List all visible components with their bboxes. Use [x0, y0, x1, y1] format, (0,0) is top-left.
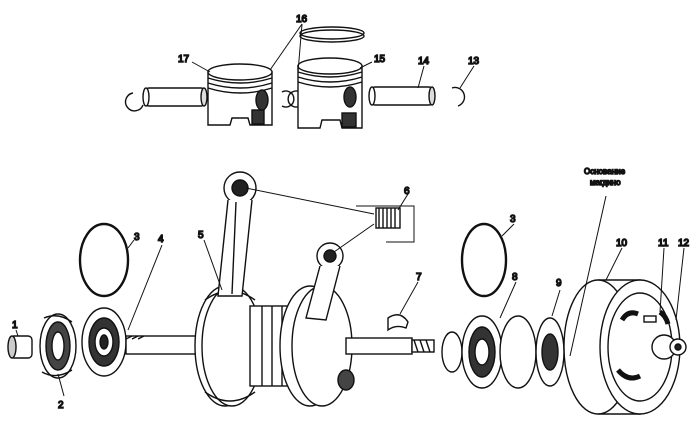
circlip-middle-left	[281, 90, 295, 108]
magneto-rotor-10	[563, 279, 681, 415]
bearing-8	[461, 315, 503, 389]
circlip-left	[124, 92, 144, 112]
connecting-rod-left	[217, 171, 257, 297]
circlip-13	[451, 86, 466, 107]
callout-1: 1	[12, 320, 18, 331]
callout-16: 16	[296, 14, 308, 25]
callout-2: 2	[58, 400, 64, 411]
leader-lines	[15, 23, 685, 397]
crankshaft-right-shaft	[345, 337, 435, 355]
callout-15: 15	[374, 54, 386, 65]
woodruff-key-7	[387, 314, 409, 332]
piston-group	[124, 26, 466, 129]
piston-ring-16	[299, 26, 365, 43]
crankshaft-group	[7, 171, 435, 407]
piston-pin-right	[368, 86, 436, 106]
callout-13: 13	[468, 56, 480, 67]
callout-labels: 1 2 3 4 5 6 7 8 9 10 11 12 13 14 15 16 1…	[11, 13, 690, 411]
crank-web-left	[194, 285, 263, 407]
seal-ring	[499, 315, 537, 389]
callout-14: 14	[418, 56, 430, 67]
callout-12: 12	[678, 238, 690, 249]
piston-left	[207, 63, 273, 126]
crankshaft-left-shaft	[125, 335, 217, 355]
end-cap-1	[7, 335, 33, 359]
callout-4: 4	[158, 234, 164, 245]
callout-3-left: 3	[134, 232, 140, 243]
callout-10: 10	[616, 238, 628, 249]
oil-seal-2	[39, 313, 77, 379]
magneto-caption-line2: магдино	[590, 178, 621, 187]
o-ring-3-right	[460, 222, 508, 298]
right-bearing-stack	[441, 315, 565, 389]
o-ring-3-left	[78, 222, 130, 298]
magneto-nut-12	[651, 334, 687, 360]
piston-right	[297, 57, 363, 129]
magneto-caption-line1: Основание	[584, 167, 626, 176]
oil-seal-9	[535, 317, 565, 387]
callout-17: 17	[178, 54, 190, 65]
needle-bearing-6	[356, 205, 415, 243]
callout-6: 6	[404, 186, 410, 197]
circlip-middle-right	[287, 90, 301, 108]
piston-pin-left	[142, 87, 208, 107]
bearing-4	[81, 307, 127, 377]
callout-5: 5	[198, 230, 204, 241]
callout-9: 9	[556, 278, 562, 289]
callout-8: 8	[512, 272, 518, 283]
callout-11: 11	[658, 238, 669, 249]
connecting-rod-right	[305, 242, 344, 321]
spacer-ring	[441, 331, 463, 373]
callout-7: 7	[416, 272, 422, 283]
callout-3-right: 3	[510, 214, 516, 225]
